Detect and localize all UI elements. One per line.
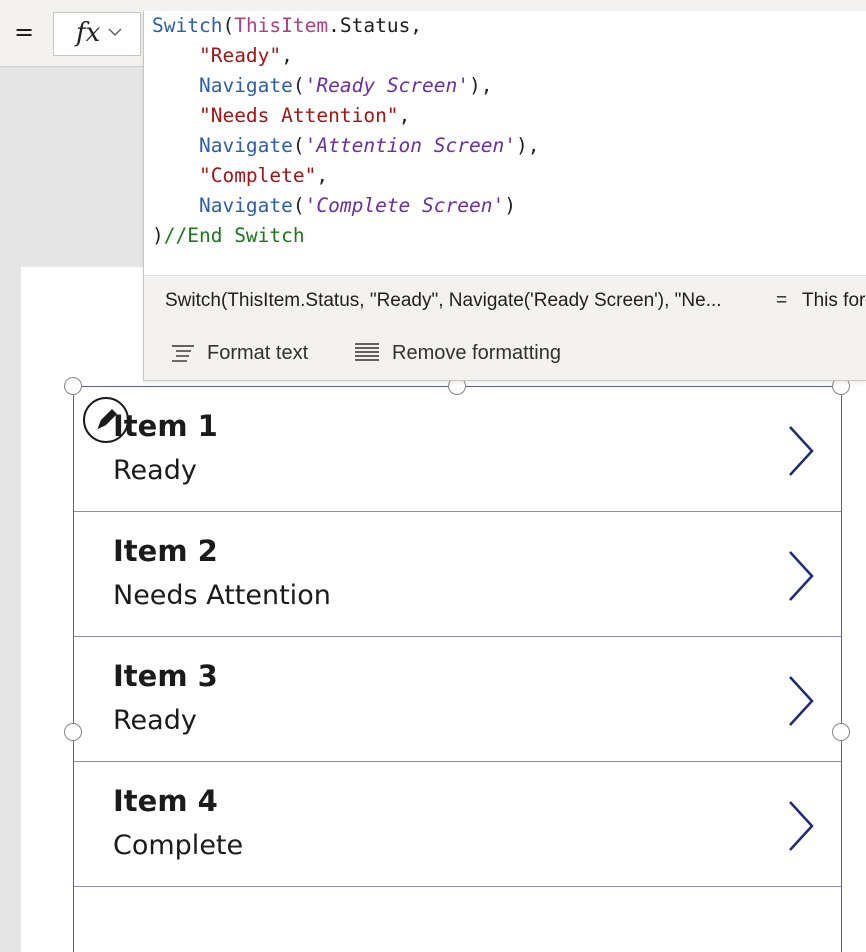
code-token: ,: [316, 164, 329, 187]
resize-handle-left[interactable]: [64, 723, 82, 741]
code-token: ,: [281, 44, 293, 67]
code-token: Navigate: [198, 194, 293, 217]
gallery[interactable]: Item 1 Ready Item 2 Needs Attention Item…: [73, 386, 842, 952]
gallery-row[interactable]: Item 4 Complete: [74, 762, 841, 887]
code-token: "Complete": [198, 164, 317, 187]
code-token: ,: [398, 104, 411, 127]
item-status: Complete: [113, 830, 244, 861]
code-token: (: [292, 194, 305, 217]
gallery-row[interactable]: Item 1 Ready: [74, 387, 841, 512]
edit-pencil-icon[interactable]: [83, 397, 129, 443]
remove-formatting-button[interactable]: Remove formatting: [354, 339, 561, 367]
formula-result-equals: =: [776, 290, 788, 311]
format-text-button[interactable]: Format text: [171, 339, 308, 367]
chevron-right-icon[interactable]: [786, 425, 816, 477]
app-canvas: [21, 267, 866, 952]
code-token: (: [292, 134, 305, 157]
formula-result-bar: Switch(ThisItem.Status, "Ready", Navigat…: [144, 275, 866, 325]
code-token: [152, 44, 199, 67]
item-status: Ready: [113, 455, 197, 486]
gallery-row[interactable]: Item 2 Needs Attention: [74, 512, 841, 637]
item-title: Item 3: [113, 659, 218, 693]
item-status: Needs Attention: [113, 580, 331, 611]
code-token: "Needs Attention": [198, 104, 399, 127]
code-token: (: [292, 74, 305, 97]
chevron-right-icon[interactable]: [786, 675, 816, 727]
remove-formatting-icon: [355, 343, 379, 361]
code-token: Navigate: [198, 134, 293, 157]
code-line[interactable]: "Ready",: [152, 41, 539, 71]
code-line[interactable]: Navigate('Ready Screen'),: [152, 71, 539, 101]
code-line[interactable]: Navigate('Attention Screen'),: [152, 131, 539, 161]
code-token: Switch: [152, 14, 223, 37]
chevron-right-icon[interactable]: [786, 800, 816, 852]
code-line[interactable]: )//End Switch: [152, 221, 539, 251]
code-line[interactable]: "Needs Attention",: [152, 101, 539, 131]
code-token: 'Complete Screen': [304, 194, 505, 217]
equals-sign: =: [14, 18, 35, 46]
code-token: ),: [515, 134, 540, 157]
code-token: Navigate: [198, 74, 293, 97]
formula-editor[interactable]: Switch(ThisItem.Status, "Ready", Navigat…: [143, 11, 866, 381]
code-line[interactable]: Switch(ThisItem.Status,: [152, 11, 539, 41]
chevron-right-icon[interactable]: [786, 550, 816, 602]
code-line[interactable]: "Complete",: [152, 161, 539, 191]
property-fx-button[interactable]: fx: [53, 12, 141, 56]
code-token: 'Attention Screen': [304, 134, 516, 157]
code-token: [152, 74, 199, 97]
code-token: [152, 134, 199, 157]
fx-label: fx: [76, 18, 101, 48]
code-token: [152, 104, 199, 127]
resize-handle-right[interactable]: [832, 723, 850, 741]
format-text-icon: [172, 345, 194, 362]
code-token: [152, 194, 199, 217]
item-title: Item 4: [113, 784, 218, 818]
gallery-row[interactable]: Item 3 Ready: [74, 637, 841, 762]
code-line[interactable]: Navigate('Complete Screen'): [152, 191, 539, 221]
code-token: "Ready": [198, 44, 282, 67]
code-token: [152, 164, 199, 187]
resize-handle-top-left[interactable]: [64, 377, 82, 395]
code-token: ),: [469, 74, 493, 97]
chevron-down-icon: [108, 28, 122, 36]
code-token: (: [222, 14, 235, 37]
formula-code[interactable]: Switch(ThisItem.Status, "Ready", Navigat…: [152, 11, 539, 251]
code-token: ): [504, 194, 516, 217]
formula-result-preview: Switch(ThisItem.Status, "Ready", Navigat…: [165, 290, 722, 311]
format-text-label: Format text: [207, 341, 309, 364]
code-token: ): [152, 224, 164, 247]
formula-toolbar: Format text Remove formatting: [144, 325, 866, 380]
code-token: 'Ready Screen': [304, 74, 470, 97]
item-status: Ready: [113, 705, 197, 736]
item-title: Item 2: [113, 534, 218, 568]
remove-formatting-label: Remove formatting: [392, 341, 561, 364]
code-token: ThisItem: [234, 14, 329, 37]
item-title: Item 1: [113, 409, 218, 443]
formula-result-type: This formula uses scope: [802, 290, 866, 311]
code-token: //End Switch: [163, 224, 305, 247]
code-token: .Status,: [328, 14, 423, 37]
